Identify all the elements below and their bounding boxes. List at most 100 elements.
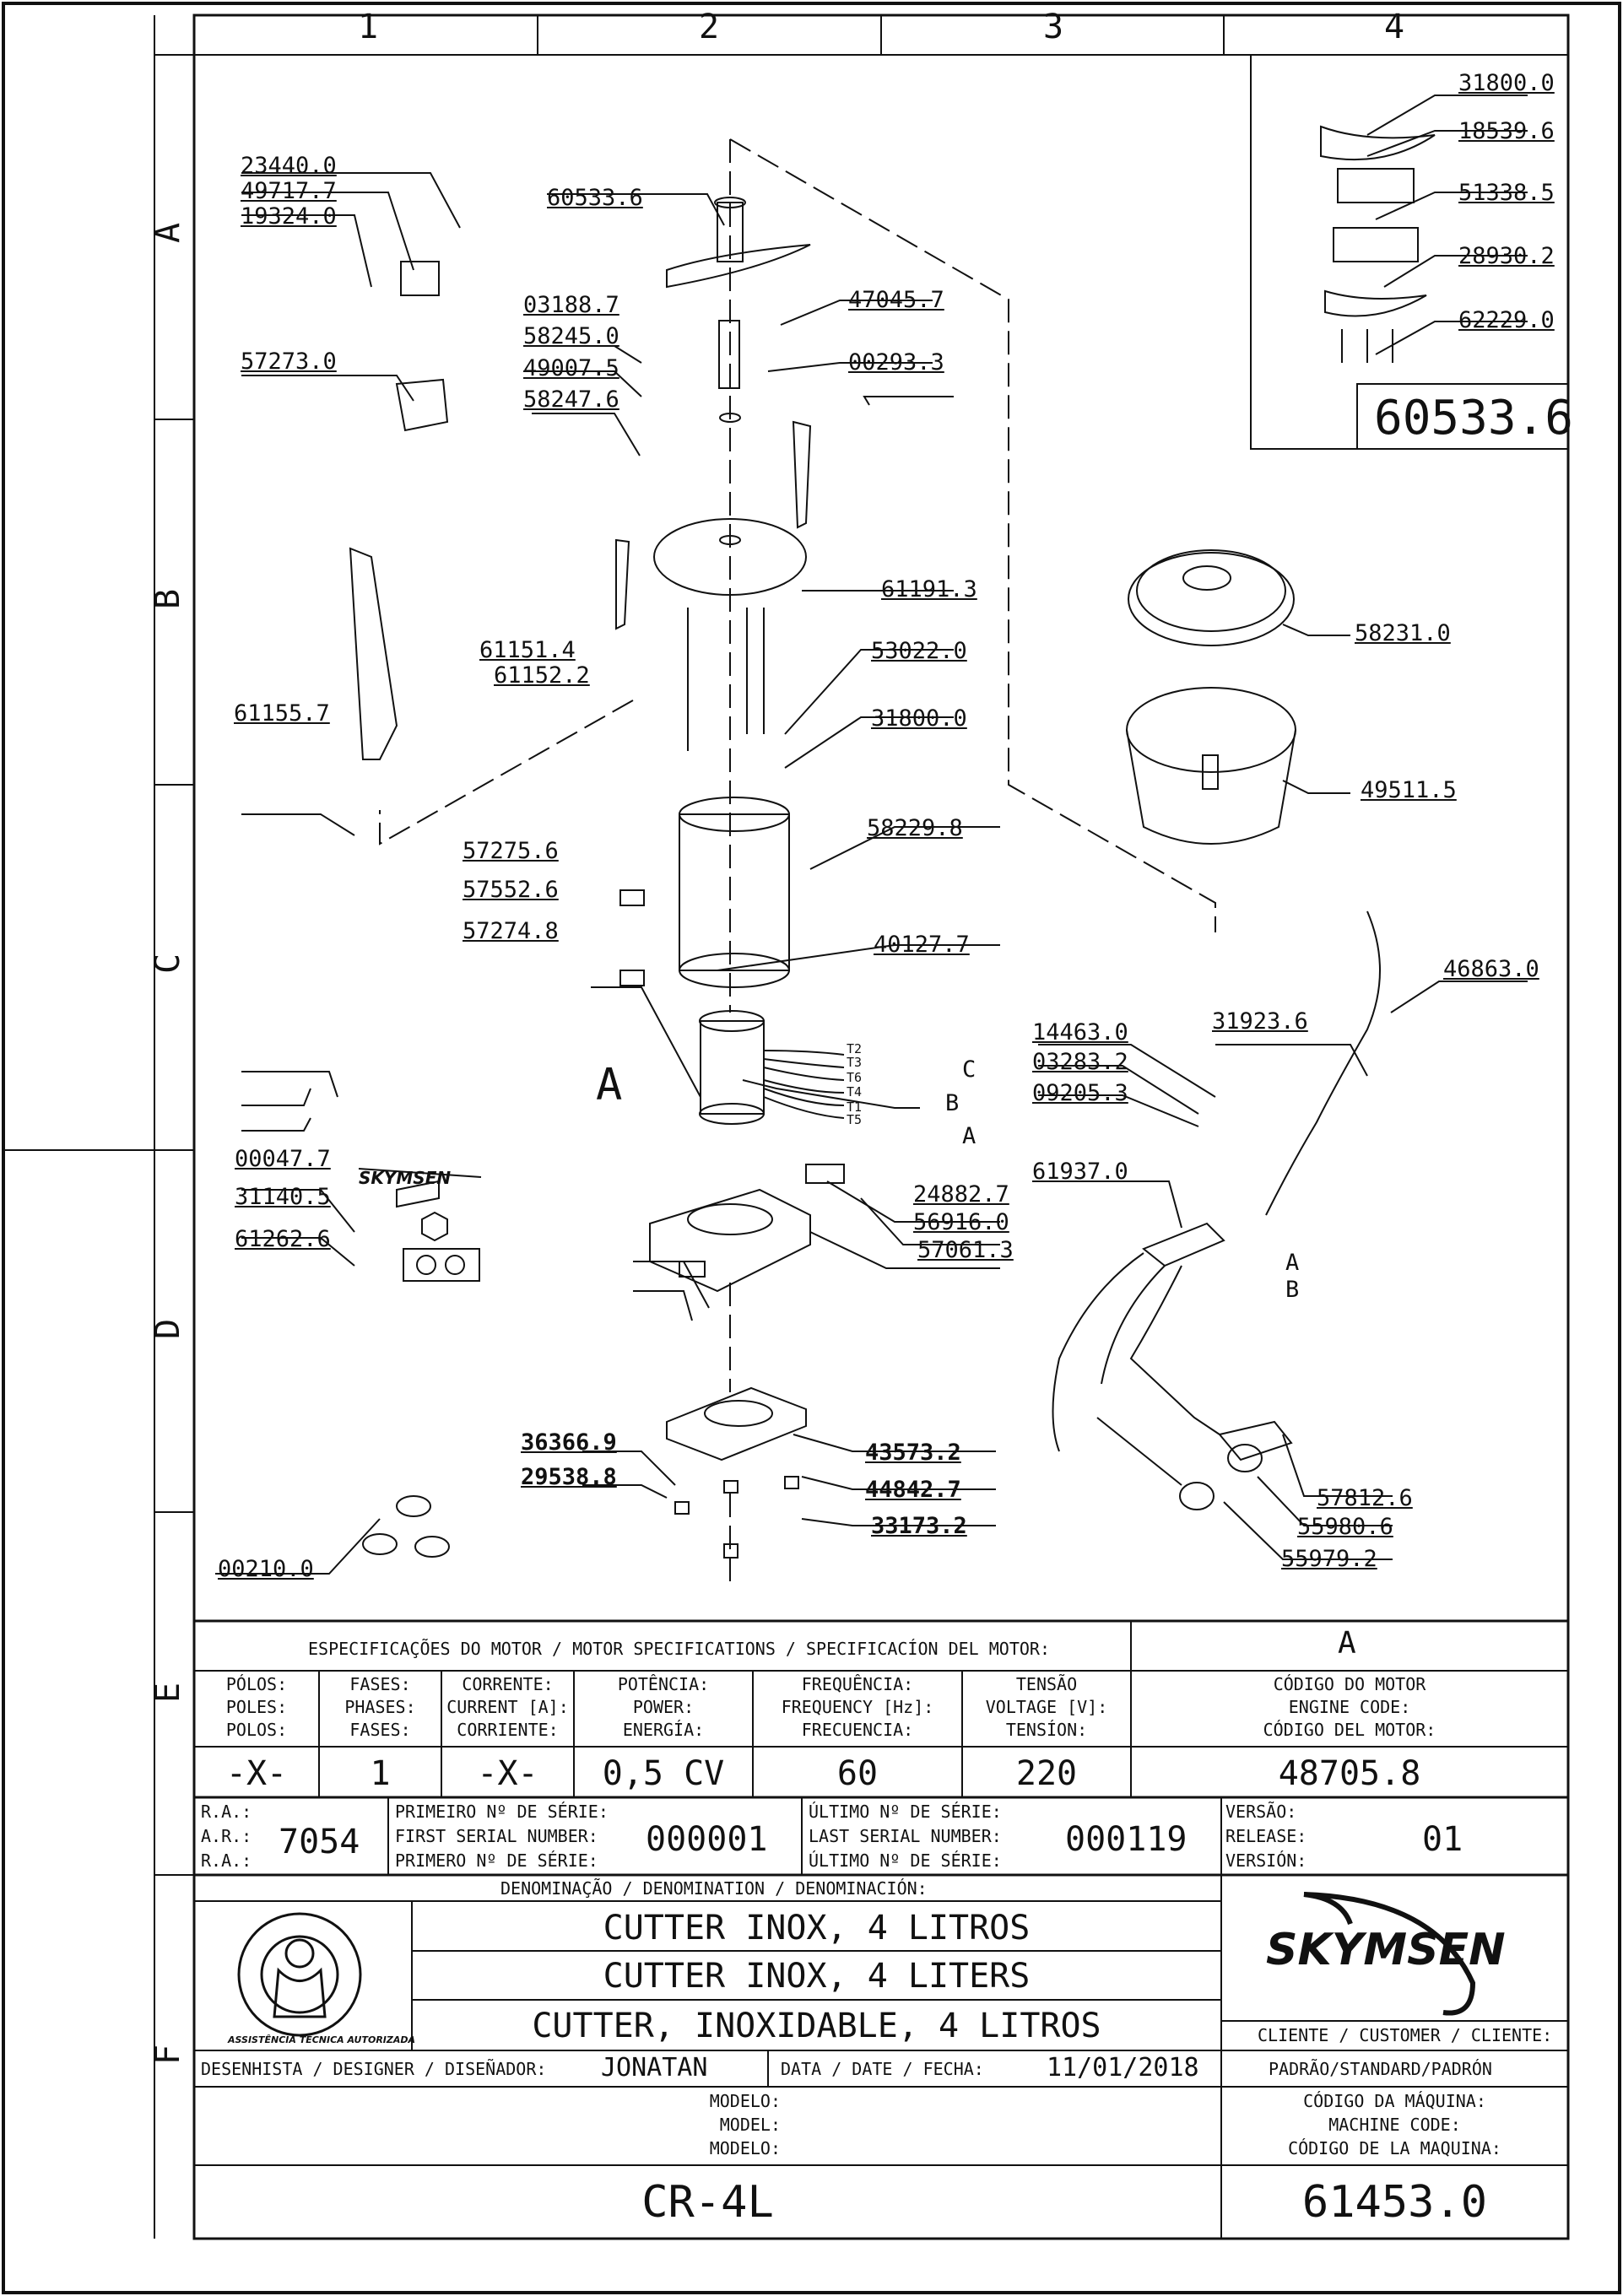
- part-label: 24882.7: [913, 1181, 1009, 1207]
- part-label: 60533.6: [547, 185, 643, 211]
- lead-group-label: B: [945, 1090, 960, 1116]
- brand-sticker: SKYMSEN: [359, 1168, 452, 1188]
- part-label: 31923.6: [1212, 1008, 1308, 1035]
- part-label: 49717.7: [241, 178, 337, 204]
- wire-group-label: A: [1285, 1250, 1300, 1276]
- part-label: 61151.4: [479, 637, 576, 663]
- part-label: 19324.0: [241, 203, 337, 230]
- part-label: 03188.7: [523, 292, 619, 318]
- part-label: 57552.6: [463, 877, 559, 903]
- part-label: 57061.3: [917, 1237, 1014, 1263]
- grid-col-4: 4: [1384, 8, 1405, 46]
- part-label: 43573.2: [865, 1440, 961, 1466]
- part-label: 00293.3: [848, 349, 944, 375]
- spec-value-poles: -X-: [225, 1754, 288, 1793]
- last-serial-labels: ÚLTIMO Nº DE SÉRIE:LAST SERIAL NUMBER:ÚL…: [809, 1802, 1002, 1871]
- grid-row-F: F: [149, 2044, 188, 2066]
- spec-value-current: -X-: [477, 1754, 538, 1793]
- seal-text: ASSISTÊNCIA TÉCNICA AUTORIZADA: [228, 2034, 416, 2045]
- part-label: 49511.5: [1361, 777, 1457, 803]
- part-label: 53022.0: [871, 638, 967, 664]
- detail-part-label: 28930.2: [1458, 243, 1555, 269]
- motor-lead-label: T1: [847, 1099, 863, 1115]
- motor-callout-A: A: [596, 1060, 623, 1110]
- motor-lead-label: T5: [847, 1112, 863, 1127]
- part-label: 00210.0: [218, 1556, 314, 1582]
- part-label: 09205.3: [1032, 1080, 1128, 1106]
- part-label: 49007.5: [523, 355, 619, 381]
- part-label: 61152.2: [494, 662, 590, 689]
- spec-col-header: PÓLOS:POLES:POLOS:: [225, 1674, 288, 1740]
- part-label: 58229.8: [867, 815, 963, 841]
- spec-value-frequency: 60: [836, 1754, 879, 1793]
- motor-lead-label: T2: [847, 1041, 863, 1056]
- detail-assembly-code: 60533.6: [1374, 391, 1574, 446]
- part-label: 61262.6: [235, 1226, 331, 1252]
- denomination-pt: CUTTER INOX, 4 LITROS: [603, 1909, 1031, 1948]
- spec-value-power: 0,5 CV: [602, 1754, 725, 1793]
- wire-group-label: B: [1285, 1277, 1300, 1303]
- model-labels: MODELO:MODEL:MODELO:: [709, 2091, 781, 2158]
- grid-col-1: 1: [358, 8, 379, 46]
- version-value: 01: [1422, 1820, 1463, 1859]
- spec-header: ESPECIFICAÇÕES DO MOTOR / MOTOR SPECIFIC…: [308, 1639, 1050, 1659]
- spec-col-header: FREQUÊNCIA:FREQUENCY [Hz]:FRECUENCIA:: [781, 1674, 934, 1740]
- part-label: 14463.0: [1032, 1019, 1128, 1045]
- ra-labels: R.A.:A.R.:R.A.:: [201, 1802, 252, 1871]
- first-serial-value: 000001: [646, 1820, 768, 1859]
- spec-value-phases: 1: [370, 1754, 391, 1793]
- brand-swoosh: [1303, 1892, 1476, 2016]
- designer-label: DESENHISTA / DESIGNER / DISEÑADOR:: [201, 2059, 547, 2079]
- part-label: 31800.0: [871, 705, 967, 732]
- lead-group-label: A: [962, 1123, 977, 1149]
- part-label: 58231.0: [1355, 620, 1451, 646]
- spec-col-header: CORRENTE:CURRENT [A]:CORRIENTE:: [446, 1674, 569, 1740]
- part-label: 47045.7: [848, 287, 944, 313]
- machine-code-labels: CÓDIGO DA MÁQUINA:MACHINE CODE:CÓDIGO DE…: [1288, 2091, 1501, 2158]
- motor-lead-label: T6: [847, 1070, 863, 1085]
- part-label: 57275.6: [463, 838, 559, 864]
- part-label: 55979.2: [1281, 1546, 1377, 1572]
- grid-col-3: 3: [1043, 8, 1064, 46]
- part-label: 00047.7: [235, 1146, 331, 1172]
- denomination-en: CUTTER INOX, 4 LITERS: [603, 1957, 1031, 1996]
- version-labels: VERSÃO:RELEASE:VERSIÓN:: [1225, 1802, 1307, 1871]
- part-label: 55980.6: [1297, 1514, 1393, 1540]
- part-label: 61937.0: [1032, 1159, 1128, 1185]
- lead-group-label: C: [962, 1056, 977, 1083]
- part-label: 58245.0: [523, 323, 619, 349]
- part-label: 61191.3: [881, 576, 977, 602]
- ra-value: 7054: [279, 1823, 360, 1861]
- part-label: 56916.0: [913, 1209, 1009, 1235]
- detail-part-label: 31800.0: [1458, 70, 1555, 96]
- authorized-assistance-seal: [237, 1912, 362, 2037]
- customer-label: CLIENTE / CUSTOMER / CLIENTE:: [1258, 2025, 1553, 2045]
- machine-code-value: 61453.0: [1301, 2177, 1488, 2228]
- detail-part-label: 51338.5: [1458, 180, 1555, 206]
- denomination-header: DENOMINAÇÃO / DENOMINATION / DENOMINACIÓ…: [500, 1878, 928, 1899]
- spec-motor-ref: A: [1338, 1626, 1356, 1661]
- part-label: 46863.0: [1443, 956, 1539, 982]
- part-label: 57812.6: [1317, 1485, 1413, 1511]
- grid-row-E: E: [149, 1682, 188, 1704]
- grid-col-2: 2: [699, 8, 720, 46]
- model-value: CR-4L: [641, 2177, 774, 2228]
- spec-col-header: FASES:PHASES:FASES:: [344, 1674, 416, 1740]
- detail-part-label: 18539.6: [1458, 118, 1555, 144]
- grid-row-D: D: [149, 1318, 188, 1340]
- part-label: 57274.8: [463, 918, 559, 944]
- designer-value: JONATAN: [601, 2053, 708, 2083]
- engine-code-value: 48705.8: [1278, 1754, 1421, 1793]
- part-label: 31140.5: [235, 1184, 331, 1210]
- part-label: 58247.6: [523, 386, 619, 413]
- grid-row-C: C: [149, 953, 188, 975]
- date-value: 11/01/2018: [1047, 2053, 1199, 2083]
- first-serial-labels: PRIMEIRO Nº DE SÉRIE:FIRST SERIAL NUMBER…: [395, 1802, 609, 1871]
- motor-lead-label: T3: [847, 1055, 863, 1070]
- spec-value-voltage: 220: [1015, 1754, 1078, 1793]
- detail-part-label: 62229.0: [1458, 307, 1555, 333]
- part-label: 44842.7: [865, 1477, 961, 1503]
